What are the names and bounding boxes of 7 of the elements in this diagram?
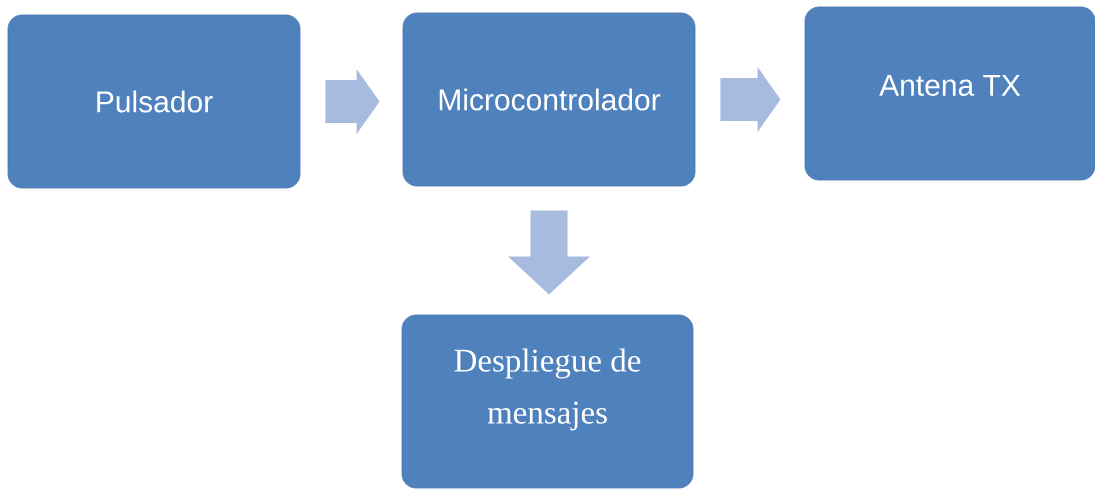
process-box: Despliegue de mensajes (401, 314, 694, 489)
process-box: Microcontrolador (402, 12, 696, 187)
process-box: Pulsador (7, 14, 301, 189)
block-arrow (325, 69, 380, 134)
block-arrow (508, 210, 590, 295)
block-arrow (720, 67, 781, 132)
process-box: Antena TX (804, 6, 1095, 181)
